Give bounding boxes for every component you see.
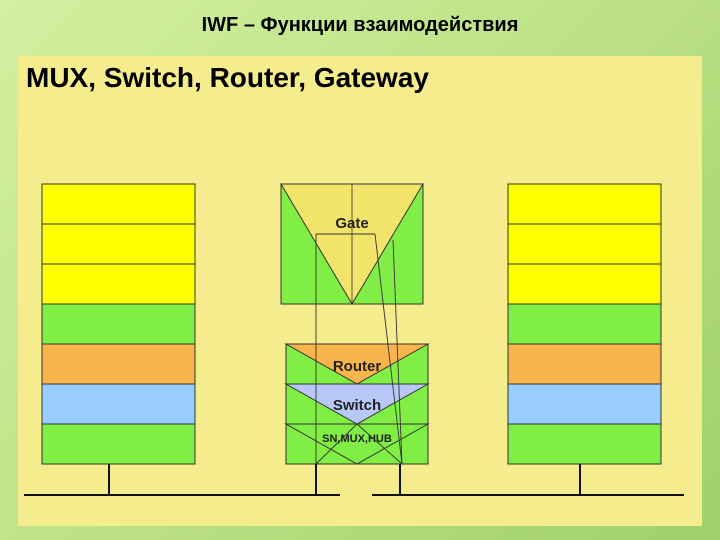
slide-title: IWF – Функции взаимодействия xyxy=(201,14,519,36)
left-stack-layer-7 xyxy=(41,183,196,225)
left-stack xyxy=(41,183,196,465)
switch-wedge xyxy=(284,383,430,425)
right-stack-layer-3 xyxy=(507,343,662,385)
left-stack-layer-4 xyxy=(41,303,196,345)
connection-lines xyxy=(315,233,403,465)
gateway-label: Gate xyxy=(335,215,368,232)
right-stack xyxy=(507,183,662,465)
right-stack-layer-7 xyxy=(507,183,662,225)
hub-label: SN,MUX,HUB xyxy=(322,433,392,445)
router-switch-box xyxy=(284,343,430,465)
router-label: Router xyxy=(333,358,381,375)
right-stack-layer-2 xyxy=(507,383,662,425)
right-stack-layer-1 xyxy=(507,423,662,465)
left-stack-layer-6 xyxy=(41,223,196,265)
left-stack-layer-1 xyxy=(41,423,196,465)
left-stack-layer-5 xyxy=(41,263,196,305)
gateway-box: Gate xyxy=(280,183,424,305)
panel-heading: MUX, Switch, Router, Gateway xyxy=(26,62,429,93)
right-stack-layer-4 xyxy=(507,303,662,345)
router-wedge xyxy=(284,343,430,385)
left-stack-layer-3 xyxy=(41,343,196,385)
right-stack-layer-6 xyxy=(507,223,662,265)
switch-label: Switch xyxy=(333,397,381,414)
left-stack-layer-2 xyxy=(41,383,196,425)
network-bus xyxy=(24,464,684,496)
right-stack-layer-5 xyxy=(507,263,662,305)
